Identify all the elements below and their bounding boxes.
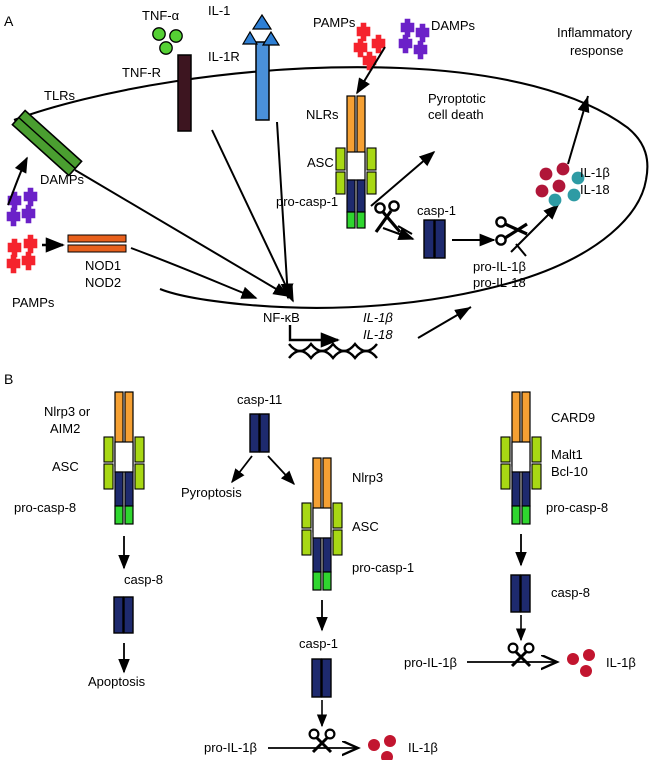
dna-helix [288,342,378,360]
panel-b-letter: B [4,371,14,387]
label-nod2: NOD2 [85,275,122,290]
il1-receptor [255,41,270,121]
label-nlrp3-or-aim2-line1: Nlrp3 or [44,404,91,419]
label-nfkb: NF-κB [263,310,300,325]
nlr-inflammasome-complex [335,95,377,229]
arrow-gene-to-pro-proteins [417,306,472,339]
tnf-receptor [177,54,192,132]
label-casp8-panelb-right: casp-8 [551,585,591,600]
arrow-to-inflammatory-response [567,95,590,165]
arrow-nods-to-nfkb [130,247,258,299]
label-apoptosis: Apoptosis [88,674,146,689]
label-damps-left: DAMPs [40,172,85,187]
arrow-tlr-to-nfkb [74,169,290,297]
label-nod1: NOD1 [85,258,122,273]
label-pro-il1b-panelb-right: pro-IL-1β [404,655,457,670]
scissors-icon-panelb-right [507,642,535,668]
label-asc-panelb-middle: ASC [352,519,379,534]
arrow-pamps-to-nlrs [356,46,386,95]
label-il18-secreted: IL-18 [580,182,610,197]
label-il1b-panelb-middle: IL-1β [408,740,438,755]
panelb-left-casp8 [113,596,134,634]
panelb-right-casp8 [510,574,531,613]
nod1-nod2-receptor [67,234,127,253]
damps-left-cluster [6,187,38,227]
label-casp1-panelb-middle: casp-1 [299,636,339,651]
label-asc-panelb-left: ASC [52,459,79,474]
label-card9: CARD9 [551,410,596,425]
arrow-to-pyroptotic-cell-death [370,150,436,207]
il1-ligands [241,13,281,46]
label-gene-il1b: IL-1β [363,310,393,325]
tnf-alpha-ligands [152,27,183,55]
label-damps-top: DAMPs [431,18,476,33]
panelb-right-complex [500,391,542,525]
label-nlrp3-or-aim2-line2: AIM2 [50,421,81,436]
label-pro-il18-panela: pro-IL-18 [473,275,526,290]
cell-membrane-outline [13,66,649,309]
transcription-arrow [288,325,340,348]
label-pro-casp8-panelb-right: pro-casp-8 [546,500,609,515]
arrow-cleave-to-casp1 [382,227,415,241]
label-casp8-panelb-left: casp-8 [124,572,164,587]
scissors-icon-1 [374,200,413,235]
panelb-right-il1b-circles [567,649,595,677]
label-tnf-alpha: TNF-α [142,8,180,23]
label-il1b-panelb-right: IL-1β [606,655,636,670]
label-bcl10: Bcl-10 [551,464,588,479]
label-inflammatory-response-line2: response [570,43,624,58]
scissors-icon-panelb-middle [308,728,336,754]
secreted-il18-circles [548,171,585,207]
label-il1b-secreted: IL-1β [580,165,610,180]
label-asc-panela: ASC [307,155,334,170]
panelb-left-complex [103,391,145,525]
label-nlrp3-panelb-middle: Nlrp3 [352,470,384,485]
damps-top-cluster [398,18,430,60]
label-pamps-left: PAMPs [12,295,55,310]
arrow-tnfr-to-nfkb [211,129,294,303]
label-pyroptosis: Pyroptosis [181,485,242,500]
tlr-receptor [11,109,83,177]
arrow-casp11-to-nlrp3 [267,455,295,486]
label-pro-il1b-panelb-middle: pro-IL-1β [204,740,257,755]
arrow-casp11-to-pyroptosis [231,455,253,484]
label-pyroptotic-cell-death-line1: Pyroptotic [428,91,486,106]
panel-a-letter: A [4,13,14,29]
label-pro-il1b-panela: pro-IL-1β [473,259,526,274]
label-pyroptotic-cell-death-line2: cell death [428,107,484,122]
label-pro-casp8-panelb-left: pro-casp-8 [14,500,77,515]
label-casp1-panela: casp-1 [417,203,457,218]
label-tlrs: TLRs [44,88,76,103]
secreted-il1b-circles [535,162,570,198]
label-nlrs: NLRs [306,107,339,122]
casp1-active-enzyme [423,219,446,259]
label-il1: IL-1 [208,3,231,18]
arrow-to-secreted-cytokines [510,203,560,253]
label-pamps-top: PAMPs [313,15,356,30]
arrow-damps-to-tlr [7,156,28,206]
pamps-top-cluster [353,22,386,71]
panelb-middle-casp1 [311,658,332,698]
label-tnf-r: TNF-R [122,65,161,80]
label-malt1: Malt1 [551,447,583,462]
panelb-middle-complex [301,457,343,591]
panelb-casp11 [249,413,270,453]
panelb-middle-il1b-circles [368,735,396,760]
label-gene-il18: IL-18 [363,327,393,342]
pamps-left-cluster [6,234,38,274]
label-il1r: IL-1R [208,49,240,64]
label-casp11: casp-11 [237,392,283,407]
label-pro-casp1-panelb-middle: pro-casp-1 [352,560,415,575]
label-inflammatory-response-line1: Inflammatory [557,25,633,40]
label-pro-casp1-panela: pro-casp-1 [276,194,339,209]
arrow-il1r-to-nfkb [276,121,294,300]
